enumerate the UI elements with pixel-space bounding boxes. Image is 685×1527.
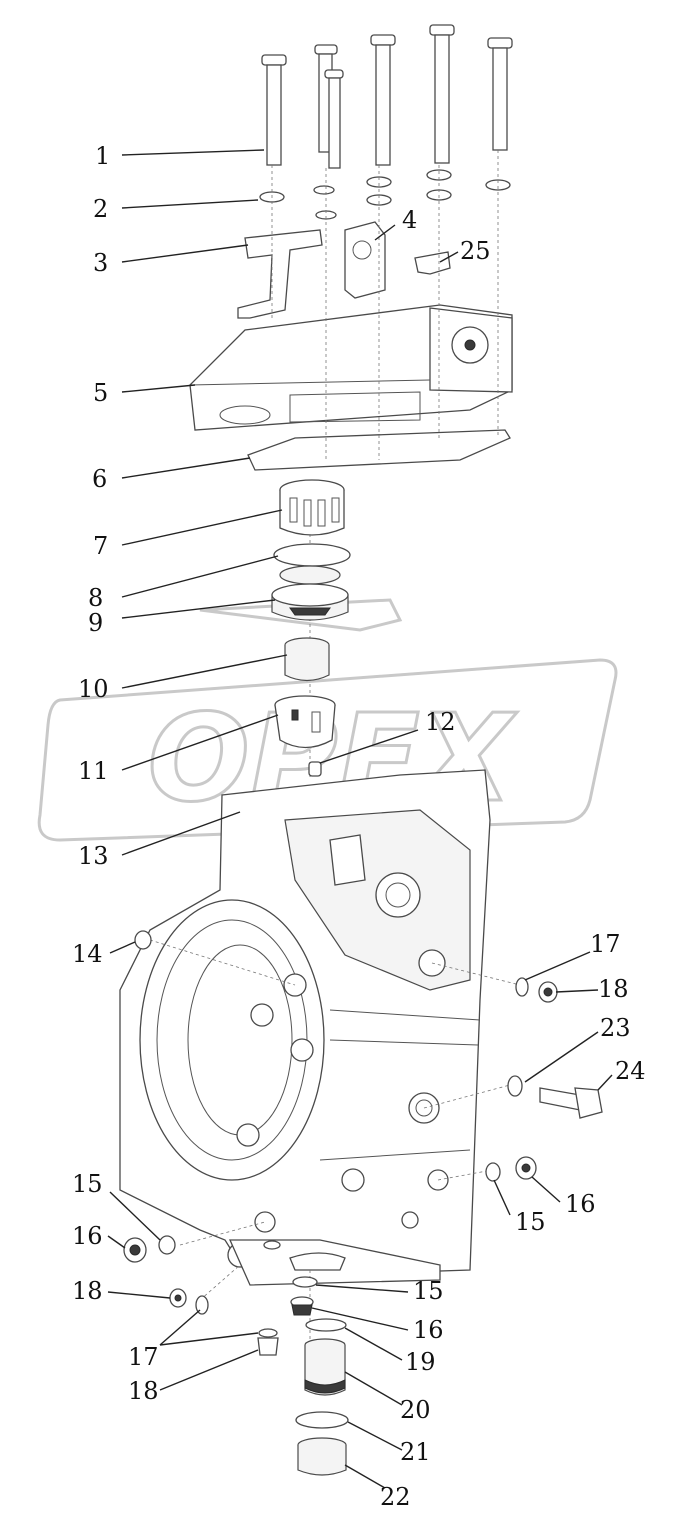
callout-labels: 1 2 3 4 25 5 6 7 8 9 10 11 12 13 14 17 1…	[72, 142, 646, 1511]
piston-part-10	[284, 637, 330, 682]
callout-15-left: 15	[72, 1170, 103, 1198]
callout-16-right: 16	[565, 1190, 596, 1218]
clip-part-25	[414, 251, 451, 275]
callout-10: 10	[78, 675, 109, 703]
callout-15-right: 15	[515, 1208, 546, 1236]
callout-3: 3	[93, 249, 108, 277]
bolt-3	[324, 69, 344, 169]
callout-17-left: 17	[128, 1343, 159, 1371]
leader-lines	[107, 149, 613, 1489]
callout-14: 14	[72, 940, 103, 968]
bolt-6	[487, 37, 513, 151]
callout-17-right: 17	[590, 930, 621, 958]
cover-part-5	[189, 304, 513, 431]
callout-18-right: 18	[598, 975, 629, 1003]
callout-8: 8	[88, 584, 103, 612]
housing-part-13	[119, 769, 491, 1286]
callout-12: 12	[425, 708, 456, 736]
callout-20: 20	[400, 1396, 431, 1424]
o-ring-part-8	[273, 543, 351, 567]
bolts	[261, 24, 513, 169]
callout-19: 19	[405, 1348, 436, 1376]
callout-18-left: 18	[72, 1277, 103, 1305]
cage-part-7	[279, 479, 345, 536]
seals-and-plugs	[123, 930, 603, 1356]
callout-13: 13	[78, 842, 109, 870]
bolt-5	[429, 24, 455, 164]
callout-22: 22	[380, 1483, 411, 1511]
callout-1: 1	[95, 142, 110, 170]
callout-9: 9	[88, 609, 103, 637]
callout-11: 11	[78, 757, 109, 785]
bracket-part-3	[237, 229, 323, 319]
callout-6: 6	[92, 465, 107, 493]
bolt-1	[261, 54, 287, 166]
plug-part-12	[308, 761, 322, 777]
callout-5: 5	[93, 379, 108, 407]
bracket-part-4	[344, 221, 386, 299]
callout-15-bottom: 15	[413, 1277, 444, 1305]
callout-21: 21	[400, 1438, 431, 1466]
callout-16-left: 16	[72, 1222, 103, 1250]
callout-23: 23	[600, 1014, 631, 1042]
cap-part-11	[274, 695, 336, 749]
bolt-4	[370, 34, 396, 166]
callout-2: 2	[93, 195, 108, 223]
callout-16-bottom: 16	[413, 1316, 444, 1344]
valve-seat-part-9	[271, 565, 349, 621]
callout-25: 25	[460, 237, 491, 265]
bottom-valve-stack	[295, 1318, 349, 1476]
washers	[259, 169, 511, 220]
callout-24: 24	[615, 1057, 646, 1085]
callout-7: 7	[93, 532, 108, 560]
callout-4: 4	[402, 206, 417, 234]
callout-18-bottom: 18	[128, 1377, 159, 1405]
